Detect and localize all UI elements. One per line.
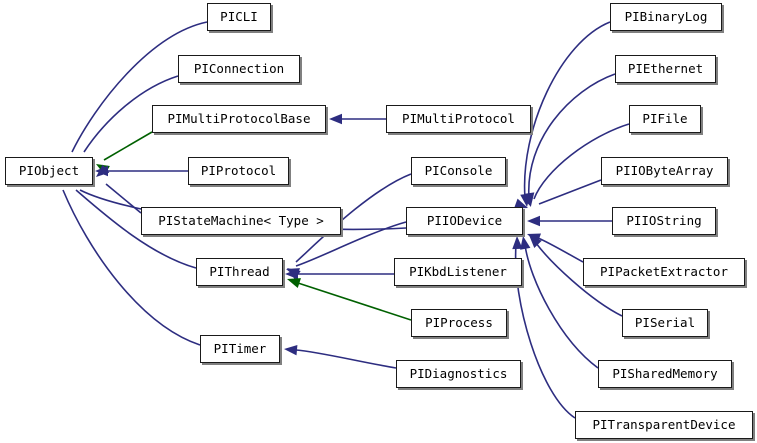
edge-piiobytearray-to-piiodevice-arrowhead	[514, 198, 528, 209]
class-node-label: PIConnection	[193, 60, 285, 76]
class-node-piethernet[interactable]: PIEthernet	[615, 55, 716, 83]
class-node-piiostring[interactable]: PIIOString	[612, 207, 716, 235]
class-node-label: PIKbdListener	[409, 263, 507, 279]
class-node-piprotocol[interactable]: PIProtocol	[188, 157, 289, 185]
edge-pitimer-to-piobject	[62, 189, 201, 346]
class-node-label: PIProtocol	[200, 162, 277, 178]
class-node-pibinarylog[interactable]: PIBinaryLog	[610, 3, 722, 31]
class-node-pitransparentdevice[interactable]: PITransparentDevice	[575, 411, 753, 439]
edge-piprocess-to-pithread	[297, 282, 412, 321]
class-node-pikbdlistener[interactable]: PIKbdListener	[394, 258, 522, 286]
class-node-pistatemachine[interactable]: PIStateMachine< Type >	[141, 207, 341, 235]
class-node-label: PITimer	[213, 340, 267, 356]
class-node-pimultiprotocolbase[interactable]: PIMultiProtocolBase	[152, 105, 326, 133]
edge-pifile-to-piiodevice-arrowhead	[521, 193, 532, 207]
class-node-label: PIBinaryLog	[624, 8, 708, 24]
class-node-pifile[interactable]: PIFile	[629, 105, 701, 133]
class-node-label: PIObject	[18, 162, 80, 178]
class-node-pisharedmemory[interactable]: PISharedMemory	[598, 360, 732, 388]
class-node-pidiagnostics[interactable]: PIDiagnostics	[396, 360, 521, 388]
edge-pikbdlistener-to-pithread-arrowhead	[285, 268, 298, 280]
edge-pidiagnostics-to-pitimer	[295, 349, 397, 369]
class-node-label: PIPacketExtractor	[600, 263, 728, 279]
edge-pitransparentdevice-to-device-arrowhead	[512, 236, 523, 250]
edge-pipacketextractor-to-piiodevice	[537, 237, 584, 263]
class-node-picli[interactable]: PICLI	[207, 3, 271, 31]
class-node-label: PIThread	[209, 263, 270, 279]
edge-pisharedmemory-to-piiodevice	[524, 244, 599, 369]
class-node-label: PITransparentDevice	[592, 416, 736, 432]
class-node-piserial[interactable]: PISerial	[622, 309, 708, 337]
class-node-piiodevice[interactable]: PIIODevice	[406, 207, 523, 235]
class-node-label: PIStateMachine< Type >	[158, 212, 324, 228]
edge-pitransparentdevice-to-device	[514, 244, 576, 419]
edge-pimultiprotocolbase-to-piobject	[103, 131, 153, 161]
class-node-piiobytearray[interactable]: PIIOByteArray	[601, 157, 728, 185]
edge-piserial-to-piiodevice-arrowhead	[529, 235, 542, 248]
edge-piserial-to-piiodevice	[535, 242, 623, 317]
class-node-pipacketextractor[interactable]: PIPacketExtractor	[583, 258, 745, 286]
class-node-label: PIProcess	[425, 314, 493, 330]
edge-pimultiprotocol-to-base-arrowhead	[329, 113, 342, 125]
class-node-label: PIMultiProtocol	[402, 110, 515, 126]
class-node-piprocess[interactable]: PIProcess	[411, 309, 507, 337]
edge-piconsole-to-pithread	[295, 173, 412, 263]
edge-picli-to-piobject	[71, 21, 208, 153]
class-node-label: PICLI	[220, 8, 258, 24]
class-node-piconsole[interactable]: PIConsole	[411, 157, 506, 185]
class-node-label: PIIOString	[626, 212, 702, 228]
edge-piprocess-to-pithread-arrowhead	[287, 278, 301, 288]
edge-pistatemachine-to-piobject-arrowhead	[96, 164, 110, 177]
edge-piiostring-to-piiodevice-arrowhead	[527, 215, 540, 227]
edge-piethernet-to-piiodevice	[528, 73, 616, 199]
class-node-label: PIIODevice	[426, 212, 503, 228]
class-node-label: PIMultiProtocolBase	[167, 110, 311, 126]
class-node-pimultiprotocol[interactable]: PIMultiProtocol	[386, 105, 531, 133]
class-node-label: PIDiagnostics	[409, 365, 508, 381]
class-node-label: PIConsole	[424, 162, 493, 178]
class-node-label: PIEthernet	[627, 60, 704, 76]
class-node-label: PIFile	[642, 110, 688, 126]
class-node-pithread[interactable]: PIThread	[196, 258, 283, 286]
class-node-pitimer[interactable]: PITimer	[200, 335, 280, 363]
edge-pifile-to-piiodevice	[533, 123, 630, 200]
edge-pidiagnostics-to-pitimer-arrowhead	[284, 344, 298, 356]
edge-pisharedmemory-to-piiodevice-arrowhead	[520, 236, 531, 250]
edge-pithread-to-piobject	[75, 189, 197, 269]
edge-pistatemachine-to-piobject	[105, 183, 142, 214]
class-node-label: PIIOByteArray	[615, 162, 714, 178]
edge-piiobytearray-to-piiodevice	[538, 179, 602, 205]
class-node-piobject[interactable]: PIObject	[5, 157, 93, 185]
edge-pibinarylog-to-piiodevice	[523, 21, 611, 199]
edge-piconnection-to-piobject	[83, 75, 179, 153]
edge-piiodevice-to-pithread	[295, 221, 407, 267]
class-node-label: PISharedMemory	[612, 365, 718, 381]
class-node-label: PISerial	[634, 314, 696, 330]
class-node-piconnection[interactable]: PIConnection	[178, 55, 300, 83]
